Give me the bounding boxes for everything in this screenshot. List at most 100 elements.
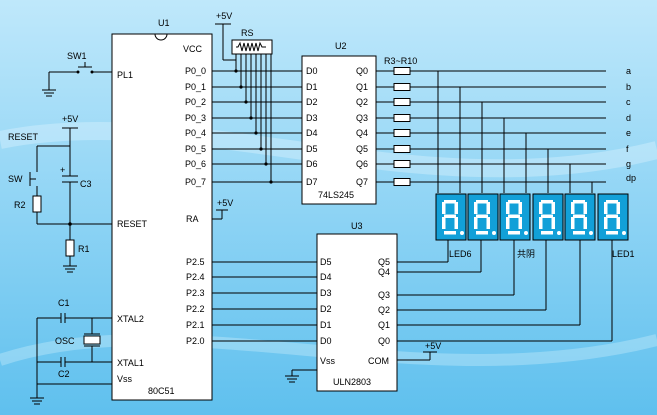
u1-part: 80C51: [148, 386, 175, 396]
u3-q-pin-3: Q2: [378, 305, 390, 315]
u1-p0-pin-3: P0_3: [185, 113, 206, 123]
segment-f: [474, 202, 478, 214]
r1-resistor: [65, 239, 75, 257]
segment-g: [476, 214, 488, 218]
reset-supply-label: +5V: [62, 114, 78, 124]
segment-a: [476, 200, 488, 204]
segment-label-b: b: [626, 82, 631, 92]
u2-d-pin-7: D7: [306, 177, 318, 187]
segment-b: [616, 202, 620, 214]
segment-g: [606, 214, 618, 218]
u3-d-pin-4: D1: [320, 320, 332, 330]
u2-q-pin-0: Q0: [356, 66, 368, 76]
u3-q-pin-2: Q3: [378, 290, 390, 300]
digit-3: 8: [499, 193, 531, 241]
rs-label: RS: [241, 28, 254, 38]
segment-e: [474, 217, 478, 229]
u2-ref: U2: [335, 41, 347, 51]
segment-f: [442, 202, 446, 214]
segment-label-e: e: [626, 128, 631, 138]
segment-e: [442, 217, 446, 229]
u1-p2-pin-1: P2.4: [186, 272, 205, 282]
u1-ra-pin: RA: [186, 214, 199, 224]
u3-d-pin-2: D3: [320, 288, 332, 298]
segment-c: [583, 217, 587, 229]
segment-resistor-0: [393, 67, 411, 75]
segment-c: [486, 217, 490, 229]
digit-5: 8: [564, 193, 596, 241]
segment-g: [444, 214, 456, 218]
segment-b: [454, 202, 458, 214]
segment-d: [541, 231, 553, 235]
u3-q-pin-0: Q5: [378, 257, 390, 267]
segment-label-dp: dp: [626, 173, 636, 183]
u3-q-pin-5: Q0: [378, 336, 390, 346]
segment-a: [444, 200, 456, 204]
segment-f: [571, 202, 575, 214]
u1-p0-pin-7: P0_7: [185, 177, 206, 187]
c3-plus: +: [60, 165, 65, 175]
u1-p2-pin-3: P2.2: [186, 304, 205, 314]
u2-q-pin-3: Q3: [356, 113, 368, 123]
u1-p2-pin-2: P2.3: [186, 288, 205, 298]
segment-dp: [492, 231, 496, 235]
segment-label-g: g: [626, 159, 631, 169]
u3-driver: U3 ULN2803 Vss COM D5D4D3D2D1D0Q5Q4Q3Q2Q…: [316, 221, 398, 392]
segment-e: [506, 217, 510, 229]
u3-d-pin-0: D5: [320, 257, 332, 267]
segment-resistor-2: [393, 98, 411, 106]
segment-dp: [622, 231, 626, 235]
segment-b: [486, 202, 490, 214]
rs-pack-zigzag: [236, 41, 266, 52]
segment-e: [571, 217, 575, 229]
u2-d-pin-5: D5: [306, 144, 318, 154]
u2-d-pin-0: D0: [306, 66, 318, 76]
sw1-switch: SW1: [42, 51, 112, 97]
u3-d-pin-1: D4: [320, 272, 332, 282]
u1-xtal1-pin: XTAL1: [117, 358, 144, 368]
u1-ref: U1: [158, 18, 170, 28]
u1-vcc-pin: VCC: [183, 44, 203, 54]
u3-q-pin-4: Q1: [378, 320, 390, 330]
segment-dp: [524, 231, 528, 235]
segment-resistor-3: [393, 114, 411, 122]
segment-d: [573, 231, 585, 235]
u3-com-supply-label: +5V: [425, 341, 441, 351]
ra-supply: +5V: [212, 198, 233, 220]
segment-dp: [557, 231, 561, 235]
rs-supply-label: +5V: [216, 11, 232, 21]
u1-p0-pin-1: P0_1: [185, 82, 206, 92]
u2-d-pin-6: D6: [306, 159, 318, 169]
segment-label-c: c: [626, 97, 631, 107]
u2-q-pin-7: Q7: [356, 177, 368, 187]
segment-f: [604, 202, 608, 214]
led1-label: LED1: [612, 249, 635, 259]
digit-1: 8: [435, 193, 467, 241]
u2-d-pin-4: D4: [306, 128, 318, 138]
segment-e: [604, 217, 608, 229]
osc-label: OSC: [55, 336, 75, 346]
u1-pl1-pin: PL1: [117, 70, 133, 80]
common-label: 共阴: [517, 249, 535, 259]
segment-dp: [460, 231, 464, 235]
u3-d-pin-3: D2: [320, 304, 332, 314]
segment-a: [573, 200, 585, 204]
segment-resistor-6: [393, 160, 411, 168]
reset-label: RESET: [8, 132, 39, 142]
segment-b: [551, 202, 555, 214]
rs-resistor-pack: +5V RS: [215, 11, 273, 61]
segment-d: [476, 231, 488, 235]
u3-vss-pin: Vss: [320, 356, 336, 366]
u1-reset-pin: RESET: [117, 219, 148, 229]
u2-q-pin-4: Q4: [356, 128, 368, 138]
sw-label: SW: [8, 174, 23, 184]
oscillator-circuit: C1 OSC C2: [30, 298, 112, 405]
u1-microcontroller: U1 80C51 VCC PL1 RESET RA XTAL2 XTAL1 Vs…: [111, 18, 213, 401]
segment-d: [606, 231, 618, 235]
sw1-label: SW1: [67, 51, 87, 61]
segment-g: [541, 214, 553, 218]
u2-q-pin-5: Q5: [356, 144, 368, 154]
u3-ref: U3: [351, 221, 363, 231]
